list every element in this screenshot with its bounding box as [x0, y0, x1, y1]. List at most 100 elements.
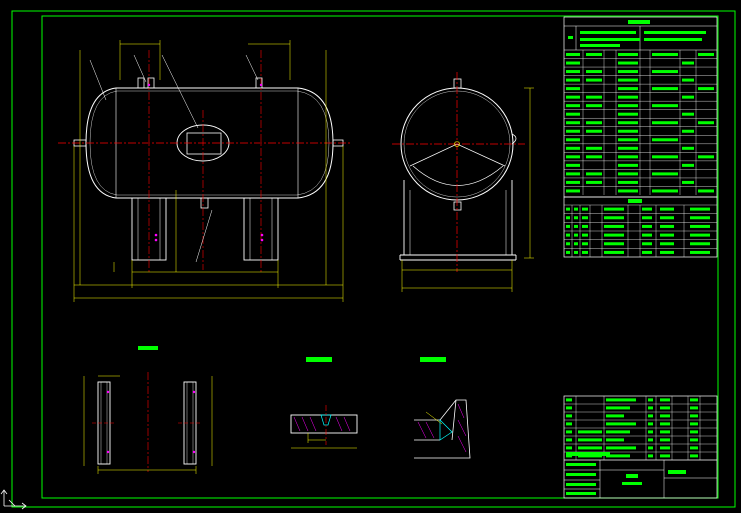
table-cell-text — [690, 422, 698, 426]
table-cell-text — [648, 406, 653, 410]
table-cell-text — [690, 446, 698, 450]
table-cell-text — [604, 224, 624, 228]
table-cell-text — [648, 430, 653, 434]
table-cell-text — [618, 78, 638, 82]
table-cell-text — [682, 180, 694, 184]
table-cell-text — [660, 422, 670, 426]
table-cell-text — [578, 430, 602, 434]
weld-detail-2-title — [420, 357, 446, 362]
side-view — [392, 72, 534, 292]
weld-1-dimensions — [291, 433, 357, 449]
table-cell-text — [586, 78, 602, 82]
table-cell-text — [652, 70, 678, 74]
table-cell-text — [618, 121, 638, 125]
nozzle-table — [563, 196, 718, 258]
table-cell-text — [618, 155, 638, 159]
nozzle-top-3 — [255, 77, 263, 89]
table-cell-text — [566, 224, 570, 228]
table-cell-text — [604, 207, 624, 211]
table-cell-text — [698, 189, 714, 193]
table-cell-text — [578, 438, 602, 442]
table-cell-text — [660, 224, 674, 228]
table-cell-text — [648, 398, 653, 402]
table-cell-text — [586, 70, 602, 74]
table-cell-text — [642, 216, 652, 220]
table-cell-text — [690, 414, 698, 418]
bill-of-materials — [563, 395, 718, 499]
outer-border — [11, 10, 736, 508]
weld-detail-nozzle — [414, 357, 471, 459]
nozzle-weld-leader — [425, 411, 443, 425]
table-cell-text — [652, 104, 678, 108]
side-nozzle-right — [511, 133, 517, 145]
table-cell-text — [586, 104, 602, 108]
table-cell-text — [582, 207, 588, 211]
front-view — [58, 40, 350, 302]
table-cell-text — [660, 207, 674, 211]
table-cell-text — [660, 454, 670, 458]
table-cell-text — [682, 78, 694, 82]
table-cell-text — [690, 430, 698, 434]
weld-hatch — [293, 416, 351, 432]
spec-table — [563, 16, 718, 198]
spec-table-title — [628, 20, 650, 24]
table-cell-text — [648, 422, 653, 426]
table-cell-text — [582, 250, 588, 254]
table-cell-text — [574, 250, 578, 254]
weld-groove — [320, 414, 332, 426]
table-cell-text — [566, 146, 580, 150]
part-leaders — [89, 54, 259, 263]
table-cell-text — [566, 129, 580, 133]
table-cell-text — [690, 250, 710, 254]
table-cell-text — [648, 414, 653, 418]
nozzle-weld-bead — [439, 419, 453, 441]
table-cell-text — [574, 224, 578, 228]
table-cell-text — [652, 87, 678, 91]
table-cell-text — [682, 129, 694, 133]
table-cell-text — [618, 172, 638, 176]
table-cell-text — [698, 87, 714, 91]
detail-dimensions — [83, 375, 213, 474]
table-cell-text — [566, 112, 580, 116]
table-cell-text — [660, 242, 674, 246]
manhole-cover — [186, 132, 222, 155]
table-cell-text — [606, 438, 624, 442]
table-cell-text — [660, 398, 670, 402]
table-cell-text — [690, 216, 710, 220]
table-cell-text — [690, 454, 698, 458]
table-cell-text — [586, 129, 602, 133]
table-cell-text — [618, 87, 638, 91]
weld-detail-flat — [290, 357, 358, 449]
table-cell-text — [690, 207, 710, 211]
table-cell-text — [566, 87, 580, 91]
table-cell-text — [652, 155, 678, 159]
table-cell-text — [618, 61, 638, 65]
table-cell-text — [566, 189, 580, 193]
side-saddle-body — [399, 180, 517, 261]
table-cell-text — [652, 189, 678, 193]
saddle-wrap-arc — [409, 143, 506, 167]
drawing-title — [626, 474, 638, 478]
table-cell-text — [698, 52, 714, 56]
table-cell-text — [574, 242, 578, 246]
table-cell-text — [582, 224, 588, 228]
table-cell-text — [642, 207, 652, 211]
detail-title-block — [138, 346, 158, 350]
nozzle-top-1 — [137, 77, 145, 89]
vessel-shell-inner — [89, 90, 330, 196]
table-cell-text — [652, 121, 678, 125]
table-cell-text — [566, 406, 572, 410]
table-cell-text — [648, 454, 653, 458]
weld-detail-1-title — [306, 357, 332, 362]
table-cell-text — [690, 224, 710, 228]
table-cell-text — [606, 422, 636, 426]
table-cell-text — [682, 146, 694, 150]
table-cell-text — [690, 398, 698, 402]
side-nozzle-top — [453, 78, 462, 89]
table-cell-text — [566, 52, 580, 56]
table-cell-text — [660, 250, 674, 254]
table-cell-text — [606, 414, 624, 418]
table-cell-text — [682, 61, 694, 65]
table-cell-text — [618, 189, 638, 193]
